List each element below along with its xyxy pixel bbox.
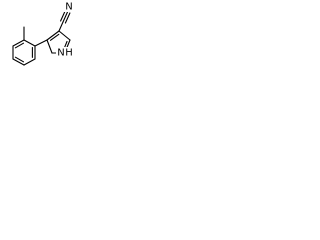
- ring-nitrogen-hydrogen-text: H: [65, 48, 73, 59]
- nitrile-nitrogen-label: N: [64, 2, 74, 13]
- benzene-double-bond-inner-2: [14, 56, 25, 63]
- benzene-bond-2: [12, 39, 25, 47]
- nitrile-group: [58, 10, 71, 32]
- ring-nitrogen-text: N: [57, 48, 64, 59]
- pyrrole-bond-c4-c3: [46, 30, 60, 41]
- pyrrole-bond-c3-c2: [58, 30, 71, 41]
- benzene-ring: [12, 39, 36, 66]
- benzene-bond-5: [23, 58, 36, 66]
- benzene-double-bond-inner-1: [14, 42, 25, 49]
- aryl-pyrrole-bond: [34, 39, 48, 47]
- pyrrole-double-bond-inner-1: [49, 33, 60, 41]
- ring-nitrogen-label: N H: [56, 47, 73, 59]
- nitrile-nitrogen-text: N: [65, 2, 72, 13]
- nitrile-triple-bond-2: [60, 10, 66, 22]
- benzene-bond-4: [12, 58, 25, 66]
- nitrile-triple-bond-1: [62, 11, 69, 23]
- pyrrole-bond-c5-c4: [46, 39, 53, 54]
- nitrile-single-bond: [58, 21, 64, 32]
- molecule-structure: N N H: [12, 2, 74, 66]
- benzene-bond-1: [23, 39, 36, 47]
- nitrile-triple-bond-3: [64, 12, 71, 24]
